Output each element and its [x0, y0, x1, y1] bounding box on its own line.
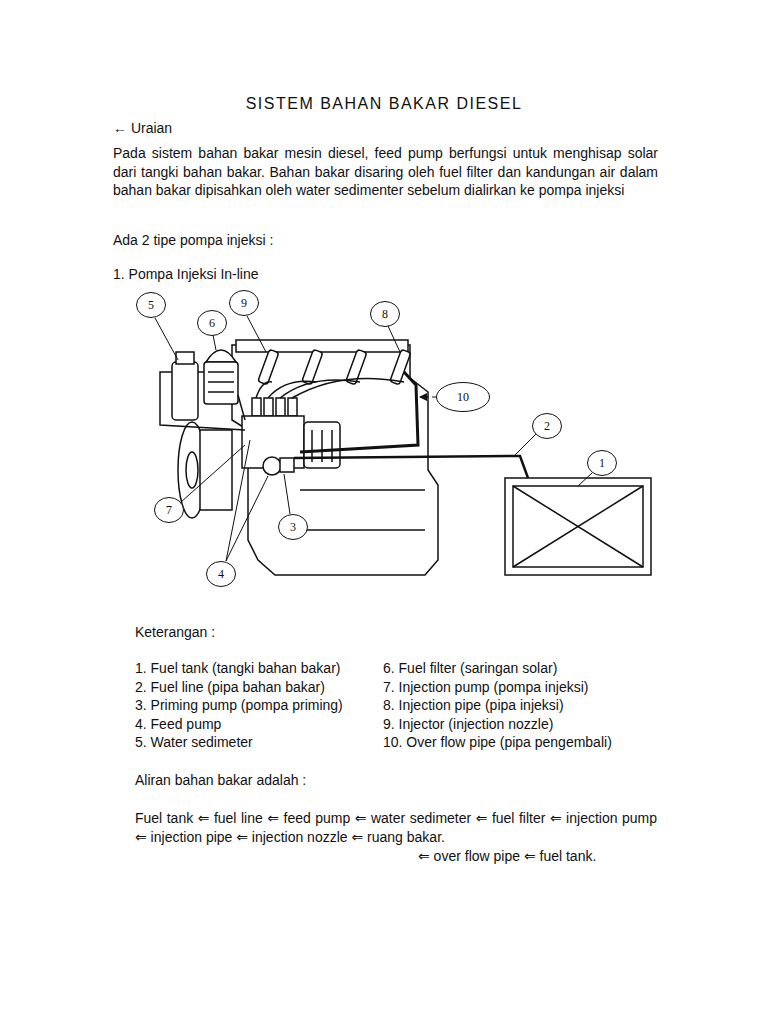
callout-number: 3 [290, 520, 296, 534]
body-paragraph: Pada sistem bahan bakar mesin diesel, fe… [113, 144, 658, 200]
callout-number: 7 [166, 503, 172, 517]
legend-item: 1. Fuel tank (tangki bahan bakar) [135, 659, 380, 678]
legend-heading: Keterangan : [135, 623, 435, 642]
legend-item: 7. Injection pump (pompa injeksi) [383, 678, 663, 697]
section-heading: 1. Pompa Injeksi In-line [113, 265, 513, 284]
callout-circle: 2 [532, 413, 562, 439]
legend-item: 2. Fuel line (pipa bahan bakar) [135, 678, 380, 697]
callout-circle: 10 [436, 382, 490, 412]
callout-number: 5 [148, 298, 154, 312]
callout-circle: 6 [197, 310, 227, 336]
body-text: Ada 2 tipe pompa injeksi : [113, 231, 513, 250]
flow-text: Fuel tank ⇐ fuel line ⇐ feed pump ⇐ wate… [135, 809, 657, 846]
legend-item: 4. Feed pump [135, 715, 380, 734]
callout-number: 1 [599, 456, 605, 470]
legend-item: 5. Water sedimeter [135, 733, 380, 752]
callout-number: 6 [209, 316, 215, 330]
body-text: Aliran bahan bakar adalah : [135, 771, 535, 790]
callout-number: 8 [382, 307, 388, 321]
callout-number: 10 [457, 390, 469, 404]
callout-circle: 4 [206, 561, 236, 587]
section-heading: ← Uraian [113, 119, 413, 138]
callout-circle: 9 [229, 290, 259, 316]
callout-circle: 3 [278, 514, 308, 540]
callout-number: 2 [544, 419, 550, 433]
page-title: SISTEM BAHAN BAKAR DIESEL [0, 95, 768, 114]
engine-drawing [172, 340, 651, 575]
legend-item: 6. Fuel filter (saringan solar) [383, 659, 663, 678]
leader-lines [155, 316, 592, 561]
legend-item: 9. Injector (injection nozzle) [383, 715, 663, 734]
callout-circle: 1 [587, 450, 617, 476]
callout-number: 4 [218, 567, 224, 581]
legend-item: 3. Priming pump (pompa priming) [135, 696, 380, 715]
flow-text: ⇐ over flow pipe ⇐ fuel tank. [418, 847, 678, 866]
legend-item: 10. Over flow pipe (pipa pengembali) [383, 733, 663, 752]
legend-item: 8. Injection pipe (pipa injeksi) [383, 696, 663, 715]
callout-circle: 8 [370, 301, 400, 327]
fuel-pipes [160, 372, 528, 478]
callout-number: 9 [241, 296, 247, 310]
callout-circle: 5 [136, 292, 166, 318]
callout-circle: 7 [154, 497, 184, 523]
